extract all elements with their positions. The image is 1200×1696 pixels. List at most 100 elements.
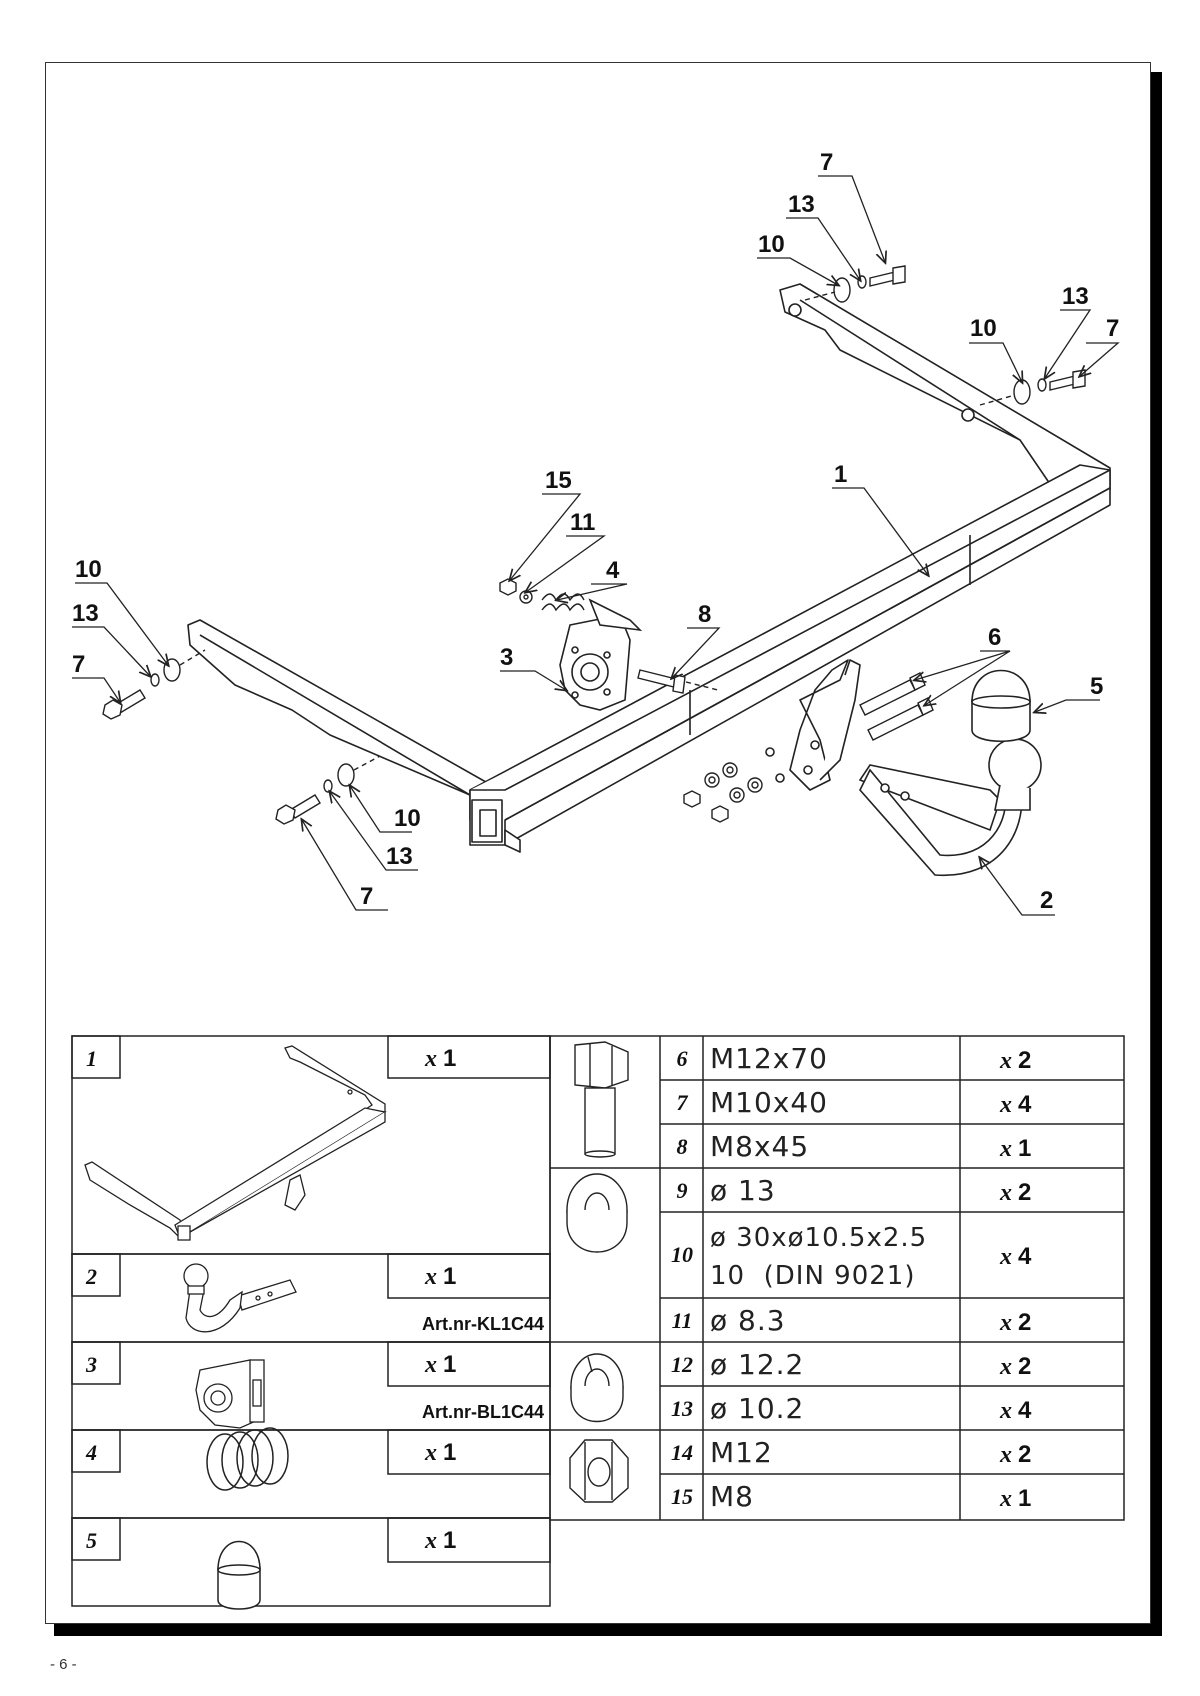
qty-x-7: x <box>999 1092 1012 1118</box>
parts-table-right: 6 7 8 9 10 11 12 13 14 15 M12x70 M10x40 … <box>549 1035 1125 1521</box>
qty-x-11: x <box>999 1310 1012 1336</box>
callout-15: 15 <box>545 467 572 494</box>
callout-11: 11 <box>570 509 595 536</box>
article-number-2: Art.nr-KL1C44 <box>422 1314 544 1334</box>
qty-10: 4 <box>1018 1243 1032 1270</box>
parts-table-left: 1 2 3 4 5 x 1 x 1 x 1 x 1 x 1 Art.nr-KL1… <box>71 1035 551 1610</box>
qty-9: 2 <box>1018 1179 1031 1206</box>
callout-2: 2 <box>1040 887 1053 914</box>
callout-7-right: 7 <box>1106 315 1119 342</box>
spec-14: M12 <box>710 1436 773 1469</box>
part-number-7: 7 <box>677 1090 689 1115</box>
callout-7-top: 7 <box>820 149 833 176</box>
callout-10-right: 10 <box>970 315 997 342</box>
page-number: - 6 - <box>50 1656 77 1673</box>
qty-x-8: x <box>999 1136 1012 1162</box>
qty-x-6: x <box>999 1048 1012 1074</box>
callout-13-right: 13 <box>1062 283 1089 310</box>
qty-x-9: x <box>999 1180 1012 1206</box>
callout-6: 6 <box>988 624 1001 651</box>
qty-x-2: x <box>424 1264 437 1290</box>
article-number-3: Art.nr-BL1C44 <box>422 1402 544 1422</box>
part-number-6: 6 <box>677 1046 688 1071</box>
qty-14: 2 <box>1018 1441 1031 1468</box>
part-number-9: 9 <box>677 1178 688 1203</box>
callout-8: 8 <box>698 601 711 628</box>
leader-lines <box>72 175 1120 916</box>
thumb-spring-icon <box>206 1427 289 1491</box>
bolt-icon <box>574 1041 629 1158</box>
qty-x-3: x <box>424 1352 437 1378</box>
callout-10-left: 10 <box>75 556 102 583</box>
spec-11: ø 8.3 <box>710 1304 786 1337</box>
part-number-2: 2 <box>85 1264 97 1289</box>
part-number-5: 5 <box>86 1528 97 1553</box>
callout-labels: 7 13 10 10 13 7 15 11 4 1 8 6 5 3 2 10 1… <box>72 149 1119 914</box>
spec-7: M10x40 <box>710 1086 828 1119</box>
part-number-14: 14 <box>671 1440 693 1465</box>
qty-13: 4 <box>1018 1397 1032 1424</box>
part-number-13: 13 <box>671 1396 693 1421</box>
qty-x-4: x <box>424 1440 437 1466</box>
part-number-3: 3 <box>85 1352 97 1377</box>
qty-x-5: x <box>424 1528 437 1554</box>
callout-4: 4 <box>606 557 620 584</box>
spec-10-line2: 10 (DIN 9021) <box>710 1261 915 1291</box>
ball-coupling <box>858 738 1042 877</box>
qty-11: 2 <box>1018 1309 1031 1336</box>
callout-13-top: 13 <box>788 191 815 218</box>
qty-6: 2 <box>1018 1047 1031 1074</box>
part-number-15: 15 <box>671 1484 693 1509</box>
hitch-nuts-washers <box>683 762 763 823</box>
qty-8: 1 <box>1018 1135 1031 1162</box>
callout-13-left-low: 13 <box>386 843 413 870</box>
callout-10-left-low: 10 <box>394 805 421 832</box>
spring-washer-icon <box>570 1353 624 1422</box>
qty-7: 4 <box>1018 1091 1032 1118</box>
washer-icon <box>566 1173 628 1253</box>
nut-icon <box>569 1439 629 1503</box>
tow-bar-frame <box>187 283 1111 853</box>
callout-7-left-low: 7 <box>360 883 373 910</box>
qty-5: 1 <box>443 1527 456 1554</box>
part-number-8: 8 <box>677 1134 688 1159</box>
spec-15: M8 <box>710 1480 754 1513</box>
thumb-cap-icon <box>217 1540 261 1610</box>
qty-1: 1 <box>443 1045 456 1072</box>
callout-13-left: 13 <box>72 600 99 627</box>
bolts-m12 <box>859 672 934 741</box>
qty-x-1: x <box>424 1046 437 1072</box>
qty-x-10: x <box>999 1244 1012 1270</box>
spec-12: ø 12.2 <box>710 1348 804 1381</box>
spec-9: ø 13 <box>710 1174 776 1207</box>
qty-12: 2 <box>1018 1353 1031 1380</box>
qty-3: 1 <box>443 1351 456 1378</box>
part-number-11: 11 <box>672 1308 693 1333</box>
part-number-1: 1 <box>86 1046 97 1071</box>
callout-1: 1 <box>834 461 847 488</box>
thumb-ball-icon <box>183 1263 297 1333</box>
callout-10-top: 10 <box>758 231 785 258</box>
qty-15: 1 <box>1018 1485 1031 1512</box>
spec-8: M8x45 <box>710 1130 809 1163</box>
spec-13: ø 10.2 <box>710 1392 804 1425</box>
qty-column: x 2 x 4 x 1 x 2 x 4 x 2 x 2 x 4 x 2 x 1 <box>999 1047 1032 1512</box>
ball-cap <box>971 669 1031 743</box>
spec-6: M12x70 <box>710 1042 828 1075</box>
callout-7-left: 7 <box>72 651 85 678</box>
socket-plate <box>559 598 643 711</box>
qty-x-15: x <box>999 1486 1012 1512</box>
callout-3: 3 <box>500 644 513 671</box>
callout-5: 5 <box>1090 673 1103 700</box>
left-bolts <box>102 649 381 825</box>
part-number-12: 12 <box>671 1352 693 1377</box>
spec-10: ø 30xø10.5x2.5 <box>710 1223 927 1253</box>
qty-4: 1 <box>443 1439 456 1466</box>
part-number-10: 10 <box>671 1242 693 1267</box>
thumb-socket-plate-icon <box>195 1359 265 1429</box>
part-number-4: 4 <box>85 1440 97 1465</box>
qty-2: 1 <box>443 1263 456 1290</box>
qty-x-12: x <box>999 1354 1012 1380</box>
qty-x-14: x <box>999 1442 1012 1468</box>
